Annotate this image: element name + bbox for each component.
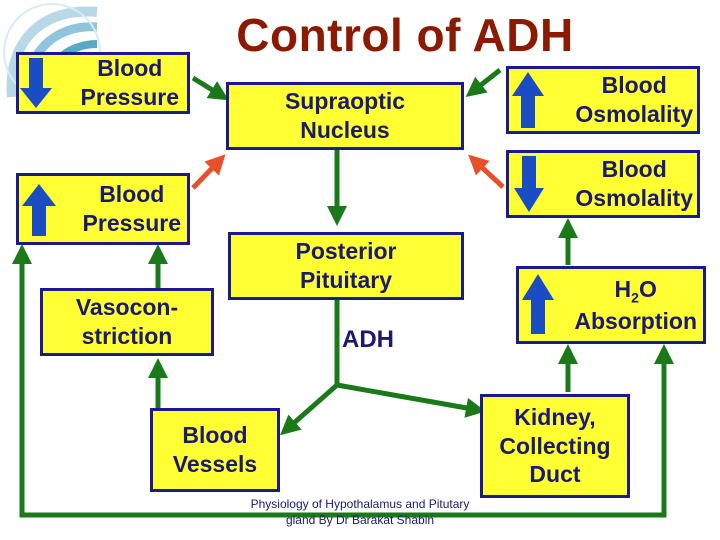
box-supraoptic-nucleus-label: Supraoptic Nucleus: [284, 88, 406, 143]
down-arrow-icon: [514, 156, 544, 212]
box-blood-vessels: Blood Vessels: [150, 408, 280, 492]
page-title: Control of ADH: [236, 9, 574, 61]
box-posterior-pituitary: Posterior Pituitary: [228, 232, 464, 300]
adh-label: ADH: [342, 326, 394, 353]
arrow-loop-left: [12, 244, 480, 518]
box-supraoptic-nucleus: Supraoptic Nucleus: [226, 82, 464, 150]
arrow-osm-down-to-supraoptic: [468, 154, 505, 189]
arrow-osm-up-to-supraoptic: [465, 68, 502, 97]
box-vasoconstriction-label: Vasocon- striction: [75, 294, 179, 349]
footer-credit: Physiology of Hypothalamus and Pitutary …: [250, 497, 470, 527]
box-vasoconstriction: Vasocon- striction: [40, 288, 214, 356]
arrow-loop-right: [470, 344, 674, 518]
box-blood-pressure-up-label: Blood Pressure: [82, 181, 181, 236]
box-kidney-collecting-duct-label: Kidney, Collecting Duct: [499, 403, 611, 488]
arrow-bp-down-to-supraoptic: [191, 75, 229, 101]
box-h2o-absorption-label: H2O Absorption: [574, 275, 697, 334]
arrow-bp-up-to-supraoptic: [191, 154, 226, 190]
box-blood-osmolality-down: Blood Osmolality: [506, 150, 700, 218]
box-blood-pressure-down: Blood Pressure: [16, 52, 190, 114]
box-blood-osmolality-up-label: Blood Osmolality: [575, 72, 693, 127]
arrow-junction-to-vessels: [280, 383, 339, 436]
down-arrow-icon: [20, 58, 52, 108]
up-arrow-icon: [22, 184, 56, 236]
box-h2o-absorption: H2O Absorption: [516, 266, 706, 344]
box-blood-vessels-label: Blood Vessels: [172, 422, 258, 477]
box-blood-osmolality-up: Blood Osmolality: [506, 66, 700, 134]
box-blood-osmolality-down-label: Blood Osmolality: [575, 156, 693, 211]
box-kidney-collecting-duct: Kidney, Collecting Duct: [480, 394, 630, 498]
box-blood-pressure-down-label: Blood Pressure: [80, 55, 179, 110]
box-posterior-pituitary-label: Posterior Pituitary: [295, 238, 397, 293]
up-arrow-icon: [522, 274, 554, 334]
up-arrow-icon: [512, 72, 544, 128]
arrow-junction-to-kidney: [336, 382, 486, 418]
